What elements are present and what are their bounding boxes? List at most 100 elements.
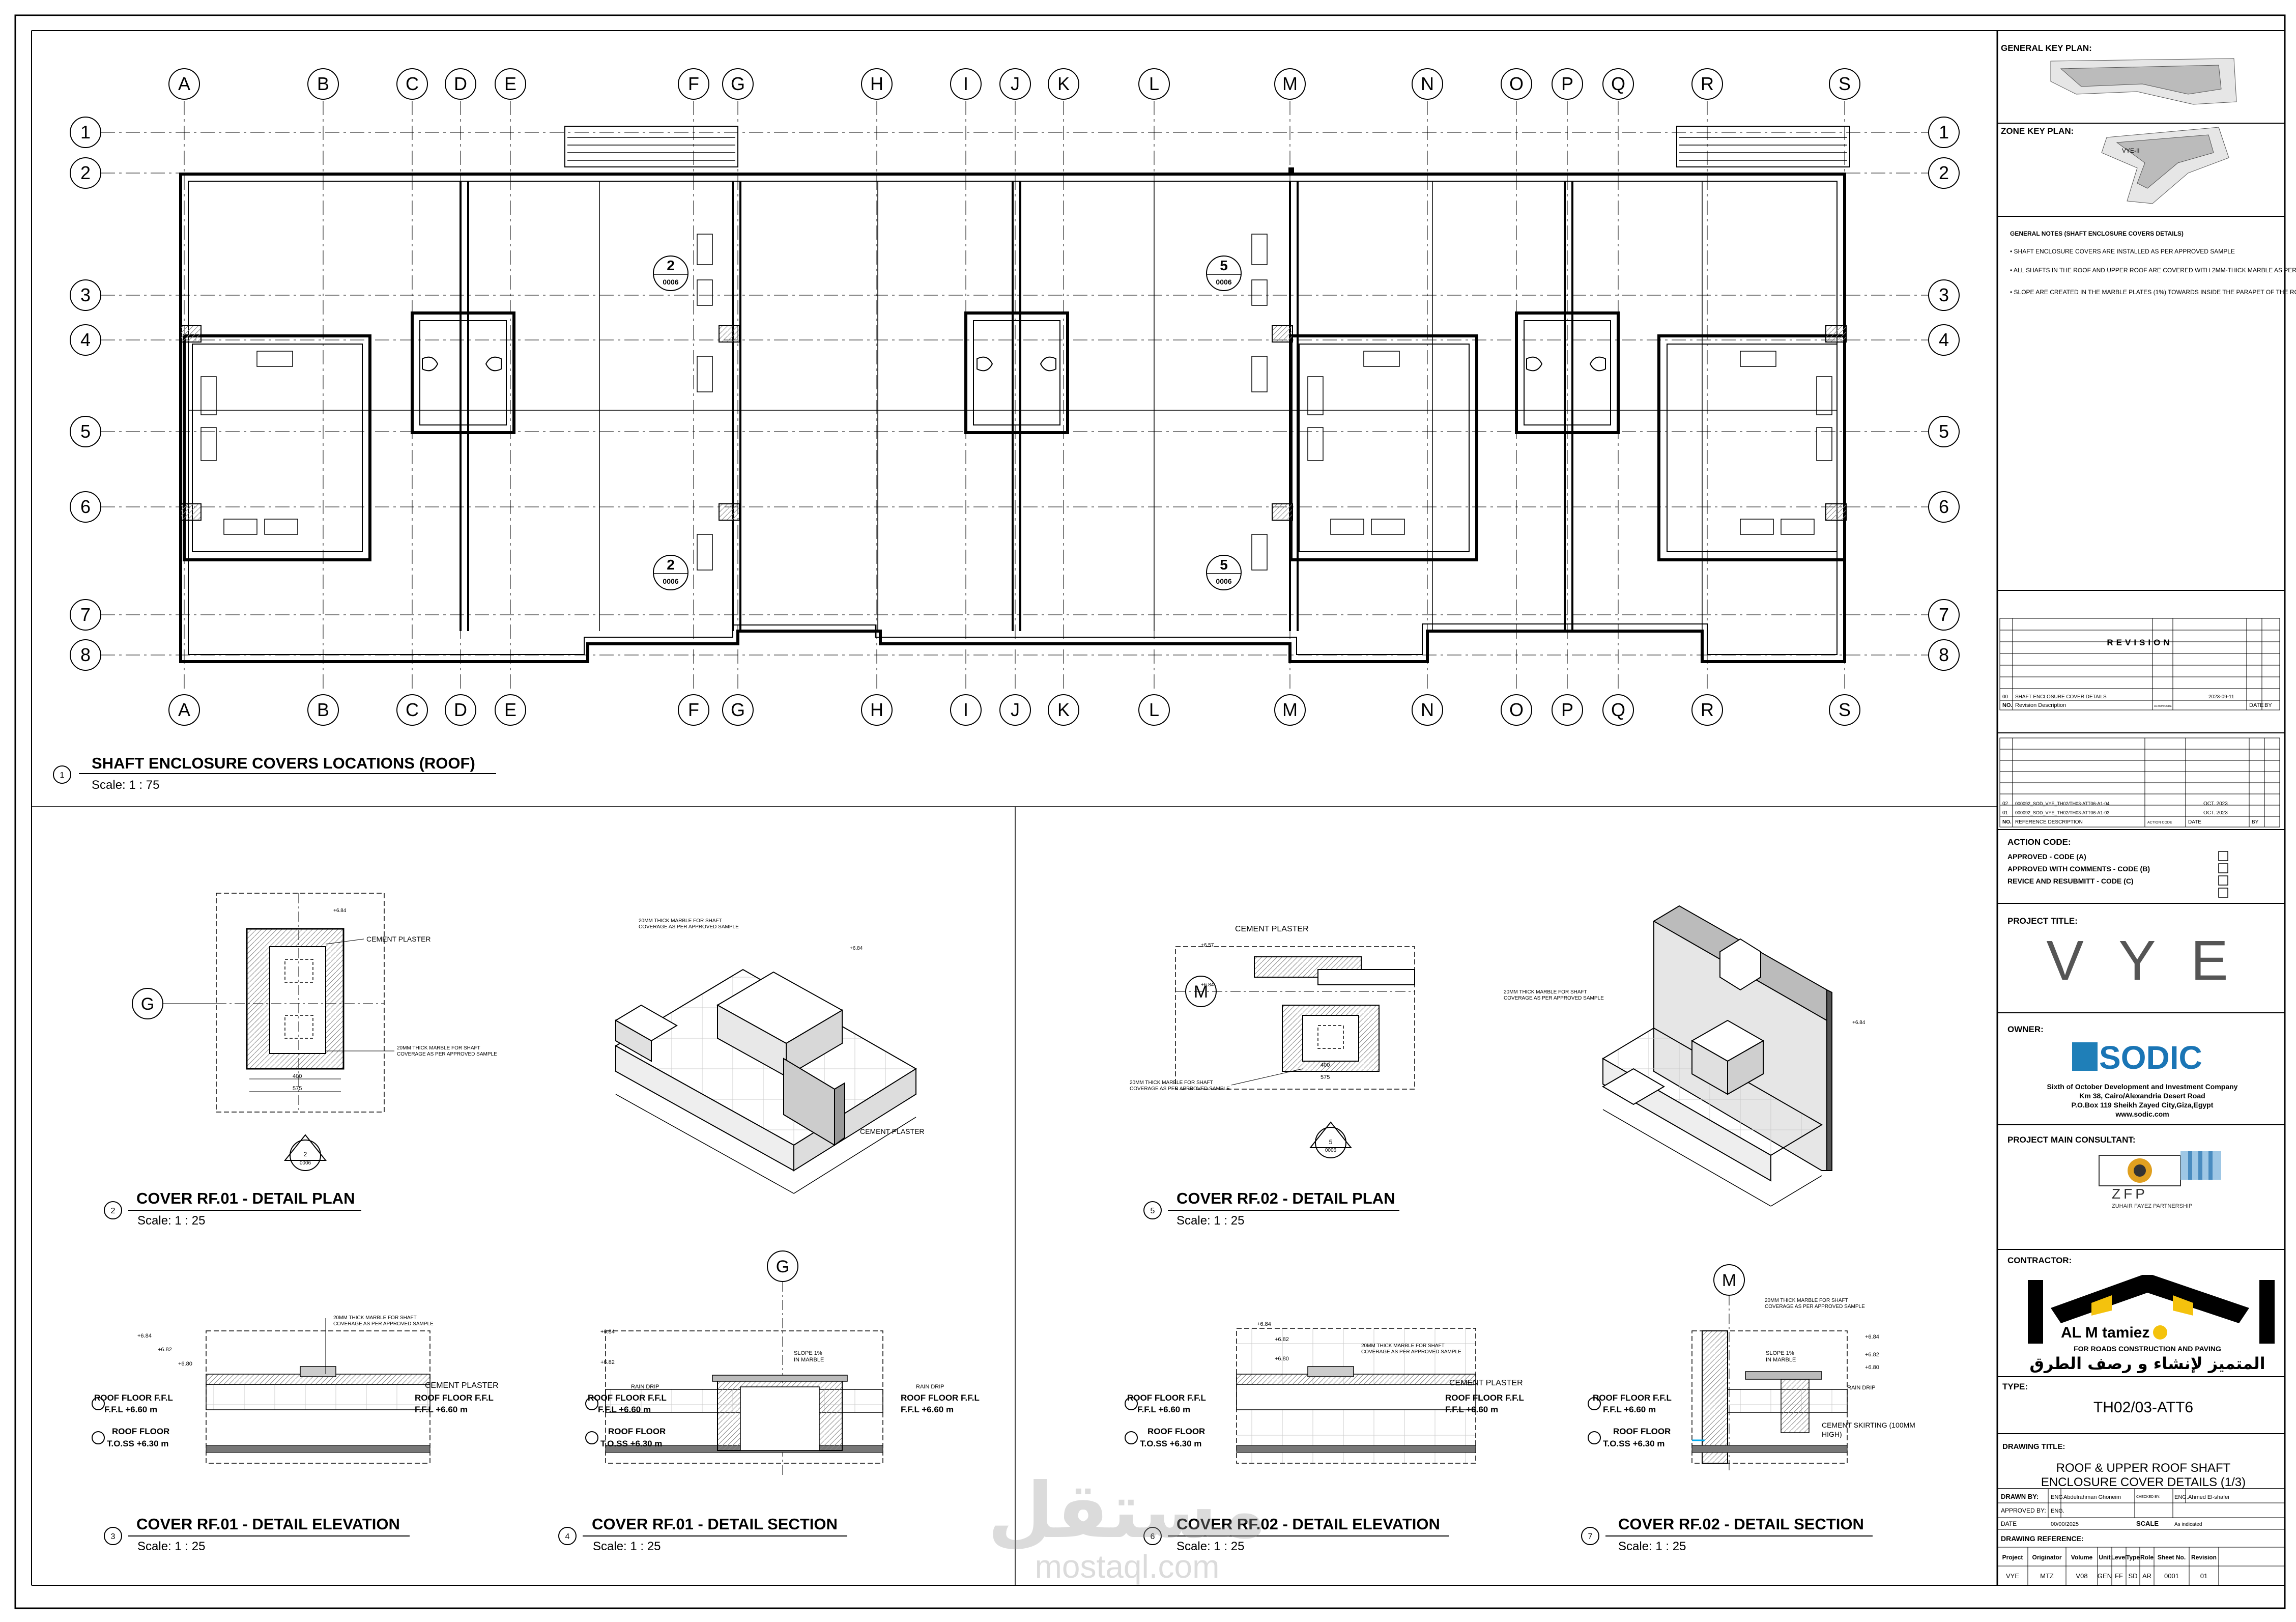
v7-roof-ffl: ROOF FLOOR F.F.L [1593,1393,1672,1403]
rev-header-by: BY [2264,702,2272,708]
scale-value: As indicated [2174,1522,2202,1527]
contractor-sub: FOR ROADS CONSTRUCTION AND PAVING [2074,1345,2221,1353]
grid-col-bubble-n-bottom: N [1412,694,1443,726]
v6-top-684: +6.84 [1257,1321,1271,1327]
grid-col-label: M [1282,699,1298,720]
ref-row-desc: 000092_SOD_VYE_TH02/TH03-ATT06-A1-04 [2015,801,2109,806]
view-5-scale: Scale: 1 : 25 [1176,1214,1244,1228]
grid-col-bubble-c-top: C [396,68,428,100]
v5-dim-400: 400 [1321,1062,1330,1068]
v3-top-684: +6.84 [137,1333,152,1339]
v4-ffl-val: F.F.L +6.60 m [598,1405,651,1414]
consultant-sub: ZUHAIR FAYEZ PARTNERSHIP [2112,1203,2192,1209]
grid-col-label: A [178,699,190,720]
grid-col-bubble-r-top: R [1691,68,1723,100]
axo1-note2: COVERAGE AS PER APPROVED SAMPLE [639,924,739,930]
rev-header-desc: Revision Description [2015,702,2066,708]
v6-top-680: +6.80 [1275,1356,1289,1362]
view-4-number: 4 [565,1532,570,1541]
callout-ref: 0006 [1216,278,1231,286]
v3-roof-floor: ROOF FLOOR [112,1427,169,1436]
checkbox-code-a[interactable] [2218,851,2228,861]
checkbox-code-d[interactable] [2218,888,2228,898]
view-2-scale: Scale: 1 : 25 [137,1214,205,1228]
axo1-note: 20MM THICK MARBLE FOR SHAFT [639,918,722,924]
grid-row-label: 1 [80,122,91,143]
ref-header-action: ACTION CODE [2147,821,2172,824]
ref-header-no: NO. [2002,819,2012,825]
callout-number: 2 [667,258,675,273]
axo1-top: +6.84 [850,946,863,951]
ref-header-desc: REFERENCE DESCRIPTION [2015,819,2083,825]
grid-col-bubble-d-bottom: D [445,694,476,726]
grid-row-label: 8 [1939,644,1949,665]
grid-col-label: S [1839,73,1851,94]
rev-row-date: 2023-09-11 [2208,694,2234,700]
v4-rain-drip-r: RAIN DRIP [916,1384,944,1390]
v7-toss: T.O.SS +6.30 m [1603,1439,1664,1448]
rev-row-no: 00 [2002,694,2008,700]
grid-col-bubble-o-bottom: O [1501,694,1532,726]
scale-label: SCALE [2136,1520,2159,1527]
project-title-label: PROJECT TITLE: [2007,916,2078,926]
grid-col-label: C [406,73,419,94]
drawn-by: Abdelrahman Ghoneim [2063,1494,2121,1500]
grid-row-label: 7 [1939,604,1949,625]
v4-roof-ffl-r: ROOF FLOOR F.F.L [901,1393,980,1403]
ref-row-no: 02 [2002,801,2008,807]
grid-col-bubble-p-top: P [1552,68,1583,100]
v7-skirting: CEMENT SKIRTING (100MM [1822,1421,1915,1429]
v7-top-682: +6.82 [1865,1352,1879,1358]
section-callout-c3[interactable]: 5 0006 [1206,255,1242,291]
rev-header-date: DATE [2249,702,2264,708]
consultant-logo-graphic [2099,1151,2221,1186]
dref-header: Sheet No. [2158,1554,2186,1561]
grid-row-bubble-6-right: 6 [1928,491,1960,523]
dref-value: FF [2115,1572,2123,1580]
v4-ffl-val-r: F.F.L +6.60 m [901,1405,954,1414]
callout-number: 5 [1220,258,1228,273]
view-7-title: 7 COVER RF.02 - DETAIL SECTION Scale: 1 … [1581,1515,1873,1553]
view-1-scale: Scale: 1 : 75 [92,778,159,792]
grid-col-bubble-i-bottom: I [950,694,982,726]
v4-grid-label: G [776,1257,789,1276]
v6-toss: T.O.SS +6.30 m [1140,1439,1201,1448]
v3-roof-ffl-r: ROOF FLOOR F.F.L [415,1393,494,1403]
action-code-c: REVICE AND RESUBMITT - CODE (C) [2007,877,2134,885]
grid-col-bubble-e-top: E [495,68,526,100]
ref-header-date: DATE [2188,819,2201,825]
grid-row-label: 3 [80,284,91,305]
owner-line-1: Sixth of October Development and Investm… [2047,1083,2238,1091]
watermark-latin: mostaql.com [1035,1548,1220,1585]
grid-col-label: B [317,73,329,94]
view-7-title-text: COVER RF.02 - DETAIL SECTION [1618,1515,1864,1533]
grid-col-label: G [731,699,745,720]
grid-col-label: O [1509,73,1524,94]
checkbox-code-b[interactable] [2218,863,2228,873]
grid-col-label: E [504,73,516,94]
checkbox-code-c[interactable] [2218,875,2228,886]
grid-row-label: 8 [80,644,91,665]
grid-col-bubble-i-top: I [950,68,982,100]
view-3-detail-elevation: +6.84 +6.82 +6.80 20MM THICK MARBLE FOR … [92,1315,499,1464]
axo2-top: +6.84 [1852,1020,1866,1026]
grid-col-label: K [1057,73,1070,94]
v3-ffl-val: F.F.L +6.60 m [104,1405,157,1414]
v7-roof-floor: ROOF FLOOR [1613,1427,1671,1436]
drawing-title-label: DRAWING TITLE: [2002,1442,2065,1451]
v3-toss: T.O.SS +6.30 m [107,1439,168,1448]
v2-tag-ref: 0006 [300,1160,311,1166]
grid-col-bubble-b-top: B [307,68,339,100]
general-note-3: • SLOPE ARE CREATED IN THE MARBLE PLATES… [2010,289,2296,296]
view-2-number: 2 [111,1207,116,1215]
ref-header-by: BY [2252,819,2259,825]
v4-roof-ffl: ROOF FLOOR F.F.L [588,1393,667,1403]
grid-col-label: E [504,699,516,720]
grid-col-bubble-d-top: D [445,68,476,100]
